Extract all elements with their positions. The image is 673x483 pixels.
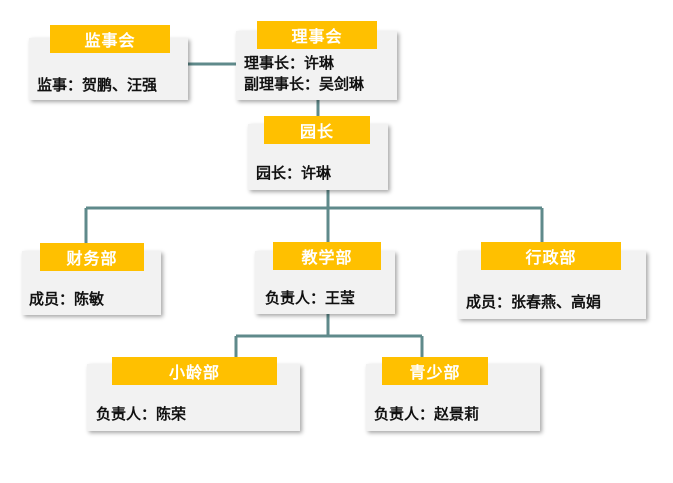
teaching-title: 教学部 xyxy=(273,242,381,270)
admin-members: 成员：张春燕、高娟 xyxy=(466,293,602,311)
principal-title: 园长 xyxy=(264,116,370,144)
teaching-lead: 负责人：王莹 xyxy=(265,289,356,307)
junior-lead: 负责人：陈荣 xyxy=(96,405,187,423)
board-vice-chair: 副理事长：吴剑琳 xyxy=(244,75,365,93)
finance-title: 财务部 xyxy=(40,243,144,271)
junior-title: 小龄部 xyxy=(112,357,277,385)
board-chair: 理事长：许琳 xyxy=(244,54,335,72)
principal-name: 园长：许琳 xyxy=(256,164,332,182)
supervisory-members: 监事：贺鹏、汪强 xyxy=(37,76,158,94)
supervisory-title: 监事会 xyxy=(50,25,170,53)
board-title: 理事会 xyxy=(257,21,377,49)
finance-members: 成员：陈敏 xyxy=(29,290,105,308)
youth-lead: 负责人：赵景莉 xyxy=(374,405,480,423)
admin-title: 行政部 xyxy=(481,242,621,270)
youth-title: 青少部 xyxy=(382,357,488,385)
